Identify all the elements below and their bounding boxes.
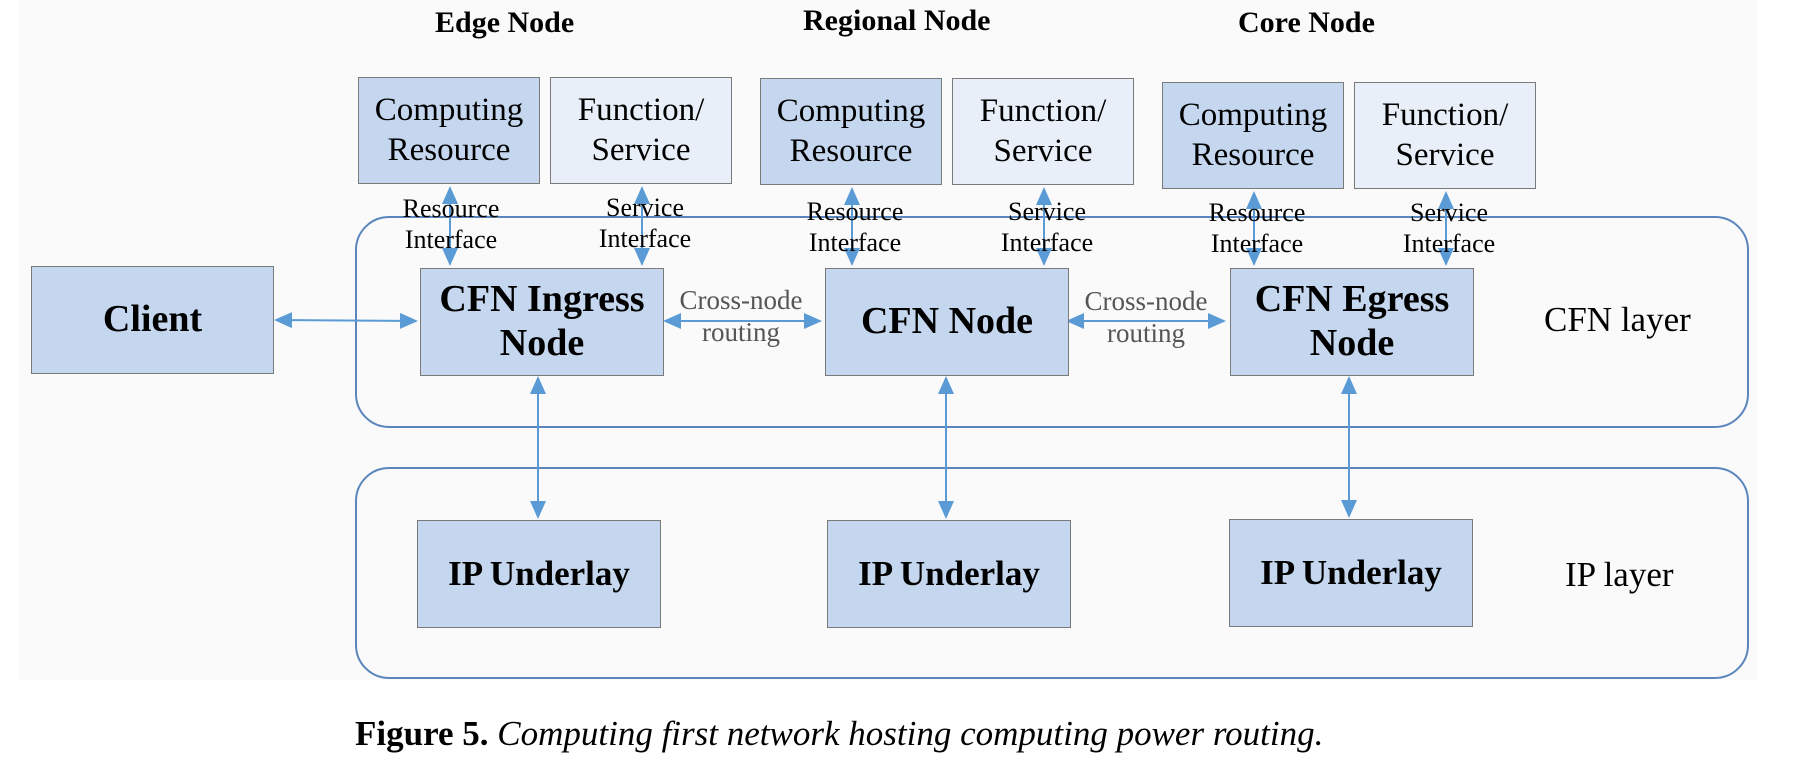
ip-underlay-right-label: IP Underlay bbox=[1260, 552, 1442, 592]
figure-caption: Figure 5. Computing first network hostin… bbox=[355, 714, 1323, 754]
edge-function-line2: Service bbox=[591, 131, 691, 168]
core-function-service: Function/ Service bbox=[1354, 82, 1536, 189]
cfn-node: CFN Node bbox=[825, 268, 1069, 376]
ingress-line2: Node bbox=[499, 322, 585, 364]
cfn-ingress-node: CFN Ingress Node bbox=[420, 268, 664, 376]
routing-right-line1: Cross-node bbox=[1084, 286, 1208, 316]
edge-resource-line1: Resource bbox=[402, 194, 500, 223]
regional-computing-resource: Computing Resource bbox=[760, 78, 942, 185]
core-resource-line1: Resource bbox=[1208, 198, 1306, 227]
core-function-line1: Function/ bbox=[1381, 96, 1509, 133]
regional-function-line1: Function/ bbox=[979, 92, 1107, 129]
edge-computing-line1: Computing bbox=[374, 91, 524, 128]
routing-label-left: Cross-node routing bbox=[666, 284, 816, 349]
regional-resource-line2: Interface bbox=[808, 228, 902, 258]
core-computing-line1: Computing bbox=[1178, 96, 1328, 133]
core-function-line2: Service bbox=[1395, 136, 1495, 173]
ip-underlay-right: IP Underlay bbox=[1229, 519, 1473, 627]
core-service-line2: Interface bbox=[1402, 229, 1496, 259]
ip-underlay-middle-label: IP Underlay bbox=[858, 553, 1040, 593]
regional-computing-line2: Resource bbox=[789, 132, 913, 169]
edge-computing-line2: Resource bbox=[387, 131, 511, 168]
ip-underlay-left-label: IP Underlay bbox=[448, 553, 630, 593]
egress-line2: Node bbox=[1309, 322, 1395, 364]
routing-right-line2: routing bbox=[1107, 318, 1185, 349]
regional-node-title: Regional Node bbox=[803, 4, 991, 37]
edge-resource-interface-label: Resource Interface bbox=[396, 193, 506, 255]
regional-resource-interface-label: Resource Interface bbox=[800, 196, 910, 258]
routing-left-line1: Cross-node bbox=[679, 285, 803, 315]
egress-line1: CFN Egress bbox=[1254, 278, 1450, 321]
edge-node-title: Edge Node bbox=[435, 6, 575, 39]
core-resource-line2: Interface bbox=[1210, 229, 1304, 259]
core-computing-resource: Computing Resource bbox=[1162, 82, 1344, 189]
edge-function-line1: Function/ bbox=[577, 91, 705, 128]
caption-text: Computing first network hosting computin… bbox=[497, 714, 1324, 753]
cfn-layer-label: CFN layer bbox=[1544, 300, 1691, 339]
ingress-line1: CFN Ingress bbox=[439, 278, 645, 321]
core-service-interface-label: Service Interface bbox=[1394, 197, 1504, 259]
edge-computing-resource: Computing Resource bbox=[358, 77, 540, 184]
regional-resource-line1: Resource bbox=[806, 197, 904, 226]
routing-left-line2: routing bbox=[702, 317, 780, 348]
ip-underlay-left: IP Underlay bbox=[417, 520, 661, 628]
client-box: Client bbox=[31, 266, 274, 374]
ip-layer-label: IP layer bbox=[1565, 555, 1674, 594]
core-resource-interface-label: Resource Interface bbox=[1202, 197, 1312, 259]
edge-service-line2: Interface bbox=[598, 224, 692, 254]
client-ingress-arrow bbox=[274, 312, 418, 329]
edge-service-interface-label: Service Interface bbox=[590, 192, 700, 254]
core-node-title: Core Node bbox=[1238, 6, 1375, 39]
caption-figure-number: Figure 5. bbox=[355, 714, 489, 753]
ip-layer-frame bbox=[355, 467, 1749, 679]
regional-function-line2: Service bbox=[993, 132, 1093, 169]
edge-function-service: Function/ Service bbox=[550, 77, 732, 184]
regional-service-line1: Service bbox=[1008, 197, 1086, 226]
ip-underlay-middle: IP Underlay bbox=[827, 520, 1071, 628]
regional-service-interface-label: Service Interface bbox=[992, 196, 1102, 258]
core-computing-line2: Resource bbox=[1191, 136, 1315, 173]
routing-label-right: Cross-node routing bbox=[1071, 285, 1221, 350]
cfn-egress-node: CFN Egress Node bbox=[1230, 268, 1474, 376]
edge-service-line1: Service bbox=[606, 193, 684, 222]
cfn-node-label: CFN Node bbox=[860, 300, 1034, 343]
core-service-line1: Service bbox=[1410, 198, 1488, 227]
regional-computing-line1: Computing bbox=[776, 92, 926, 129]
regional-function-service: Function/ Service bbox=[952, 78, 1134, 185]
client-label: Client bbox=[102, 298, 203, 341]
regional-service-line2: Interface bbox=[1000, 228, 1094, 258]
edge-resource-line2: Interface bbox=[404, 225, 498, 255]
